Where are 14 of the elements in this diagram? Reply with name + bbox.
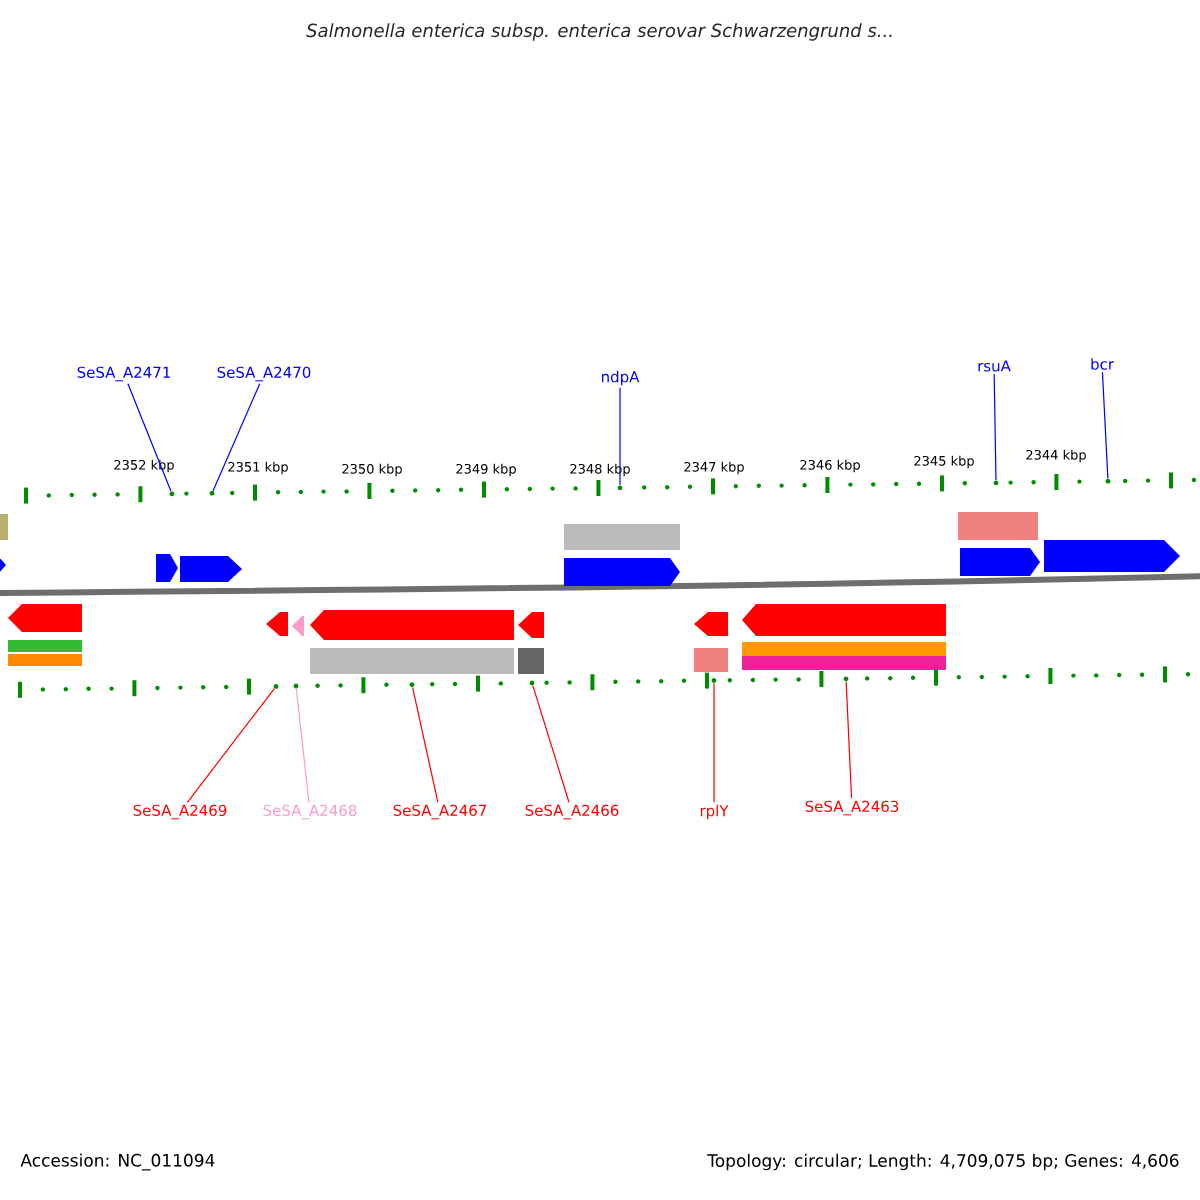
leader-line bbox=[127, 383, 172, 492]
title: Salmonella enterica subsp. enterica serovar Schwarzengrund s... bbox=[306, 23, 892, 41]
footer-text: Accession: NC_011094 bbox=[20, 1153, 215, 1171]
leader-line bbox=[713, 682, 715, 803]
footer-text: Topology: circular; Length: 4,709,075 bp; Genes: 4,606 bbox=[707, 1153, 1179, 1171]
leader-line bbox=[212, 383, 261, 492]
leader-line bbox=[619, 387, 621, 486]
leader-line bbox=[412, 686, 439, 803]
leader-line bbox=[532, 685, 570, 803]
leader-line bbox=[295, 688, 310, 803]
leader-line bbox=[1101, 371, 1109, 479]
leader-line bbox=[845, 681, 853, 799]
leader-line bbox=[993, 373, 997, 481]
leader-line bbox=[186, 688, 275, 803]
